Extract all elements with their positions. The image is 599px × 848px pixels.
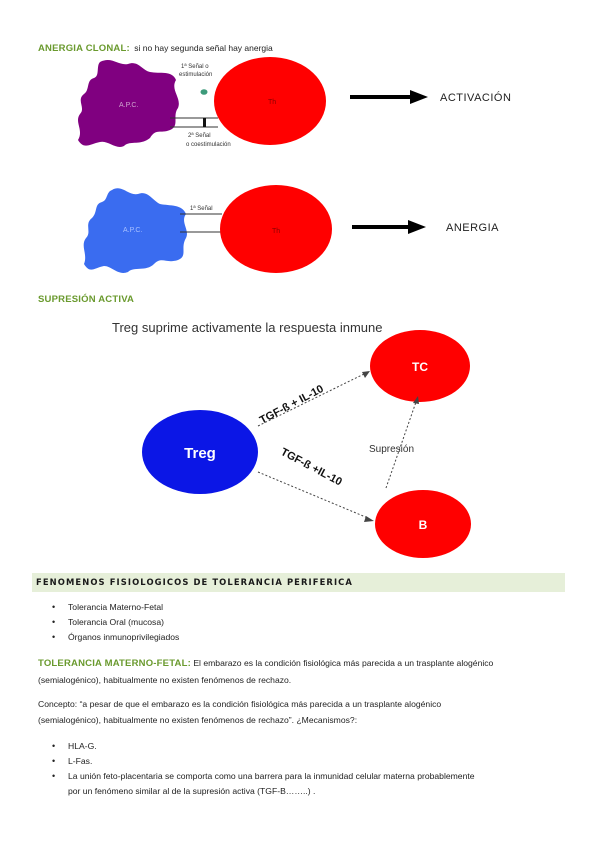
clonal-description: si no hay segunda señal hay anergia — [134, 43, 273, 53]
apc2-label: A.P.C. — [123, 227, 142, 234]
apc-cell-purple — [78, 60, 179, 147]
mecanismos-list: HLA-G. L-Fas. La unión feto-placentaria … — [46, 739, 586, 799]
th1-label: Th — [268, 99, 276, 106]
materno-paragraph: TOLERANCIA MATERNO-FETAL: El embarazo es… — [38, 655, 578, 688]
list-item-continuation: por un fenómeno similar al de la supresi… — [46, 784, 586, 799]
concepto-paragraph: Concepto: “a pesar de que el embarazo es… — [38, 696, 583, 728]
list-continuation-text: por un fenómeno similar al de la supresi… — [68, 786, 316, 796]
materno-line2: (semialogénico), habitualmente no existe… — [38, 675, 292, 685]
b-cell — [375, 490, 471, 558]
apc-cell-blue — [83, 188, 187, 273]
signal2-text-1: 2ª Señal — [188, 132, 211, 139]
list-item: Tolerancia Materno-Fetal — [46, 600, 179, 615]
signal2-text-2: o coestimulación — [186, 142, 231, 148]
clonal-diagram: A.P.C. Th 1ª Señal o estimulación 2ª Señ… — [78, 57, 511, 273]
signal1-text-1: 1ª Señal o — [181, 63, 209, 70]
result-activation: ACTIVACIÓN — [440, 91, 511, 104]
treg-label: Treg — [184, 445, 216, 462]
arrow-label-lower: TGF-ß +IL-10 — [279, 446, 344, 488]
materno-heading: TOLERANCIA MATERNO-FETAL: — [38, 658, 191, 669]
banner-title: FENOMENOS FISIOLOGICOS DE TOLERANCIA PER… — [36, 577, 354, 587]
treg-cell — [142, 410, 258, 494]
list-item: La unión feto-placentaria se comporta co… — [46, 769, 586, 784]
section-banner: FENOMENOS FISIOLOGICOS DE TOLERANCIA PER… — [32, 573, 565, 592]
concepto-line1: Concepto: “a pesar de que el embarazo es… — [38, 699, 442, 709]
tolerance-list: Tolerancia Materno-Fetal Tolerancia Oral… — [46, 600, 179, 645]
list-item: L-Fas. — [46, 754, 586, 769]
supresion-heading: SUPRESIÓN ACTIVA — [38, 294, 135, 305]
th-cell-red-1 — [214, 57, 326, 145]
result-anergy: ANERGIA — [446, 222, 499, 234]
materno-line1: El embarazo es la condición fisiológica … — [193, 658, 494, 668]
apc1-label: A.P.C. — [119, 102, 138, 109]
signal1-text-2: estimulación — [179, 72, 212, 78]
arrow-label-upper: TGF-ß + IL-10 — [258, 383, 326, 427]
b-label: B — [419, 518, 428, 532]
list-item: Órganos inmunoprivilegiados — [46, 630, 179, 645]
supresion-diagram: Treg suprime activamente la respuesta in… — [112, 320, 471, 558]
antigen-dot — [200, 89, 208, 95]
list-item: HLA-G. — [46, 739, 586, 754]
list-item: Tolerancia Oral (mucosa) — [46, 615, 179, 630]
th2-label: Th — [272, 228, 280, 235]
supresion-label: Supresión — [369, 444, 414, 455]
supresion-title: Treg suprime activamente la respuesta in… — [112, 320, 382, 335]
tc-label: TC — [412, 360, 428, 374]
signal-single-text: 1ª Señal — [190, 205, 213, 212]
concepto-line2: (semialogénico), habitualmente no existe… — [38, 715, 358, 725]
th-cell-red-2 — [220, 185, 332, 273]
clonal-heading-line: ANERGIA CLONAL: si no hay segunda señal … — [38, 38, 273, 56]
tc-cell — [370, 330, 470, 402]
clonal-heading: ANERGIA CLONAL: — [38, 43, 130, 54]
